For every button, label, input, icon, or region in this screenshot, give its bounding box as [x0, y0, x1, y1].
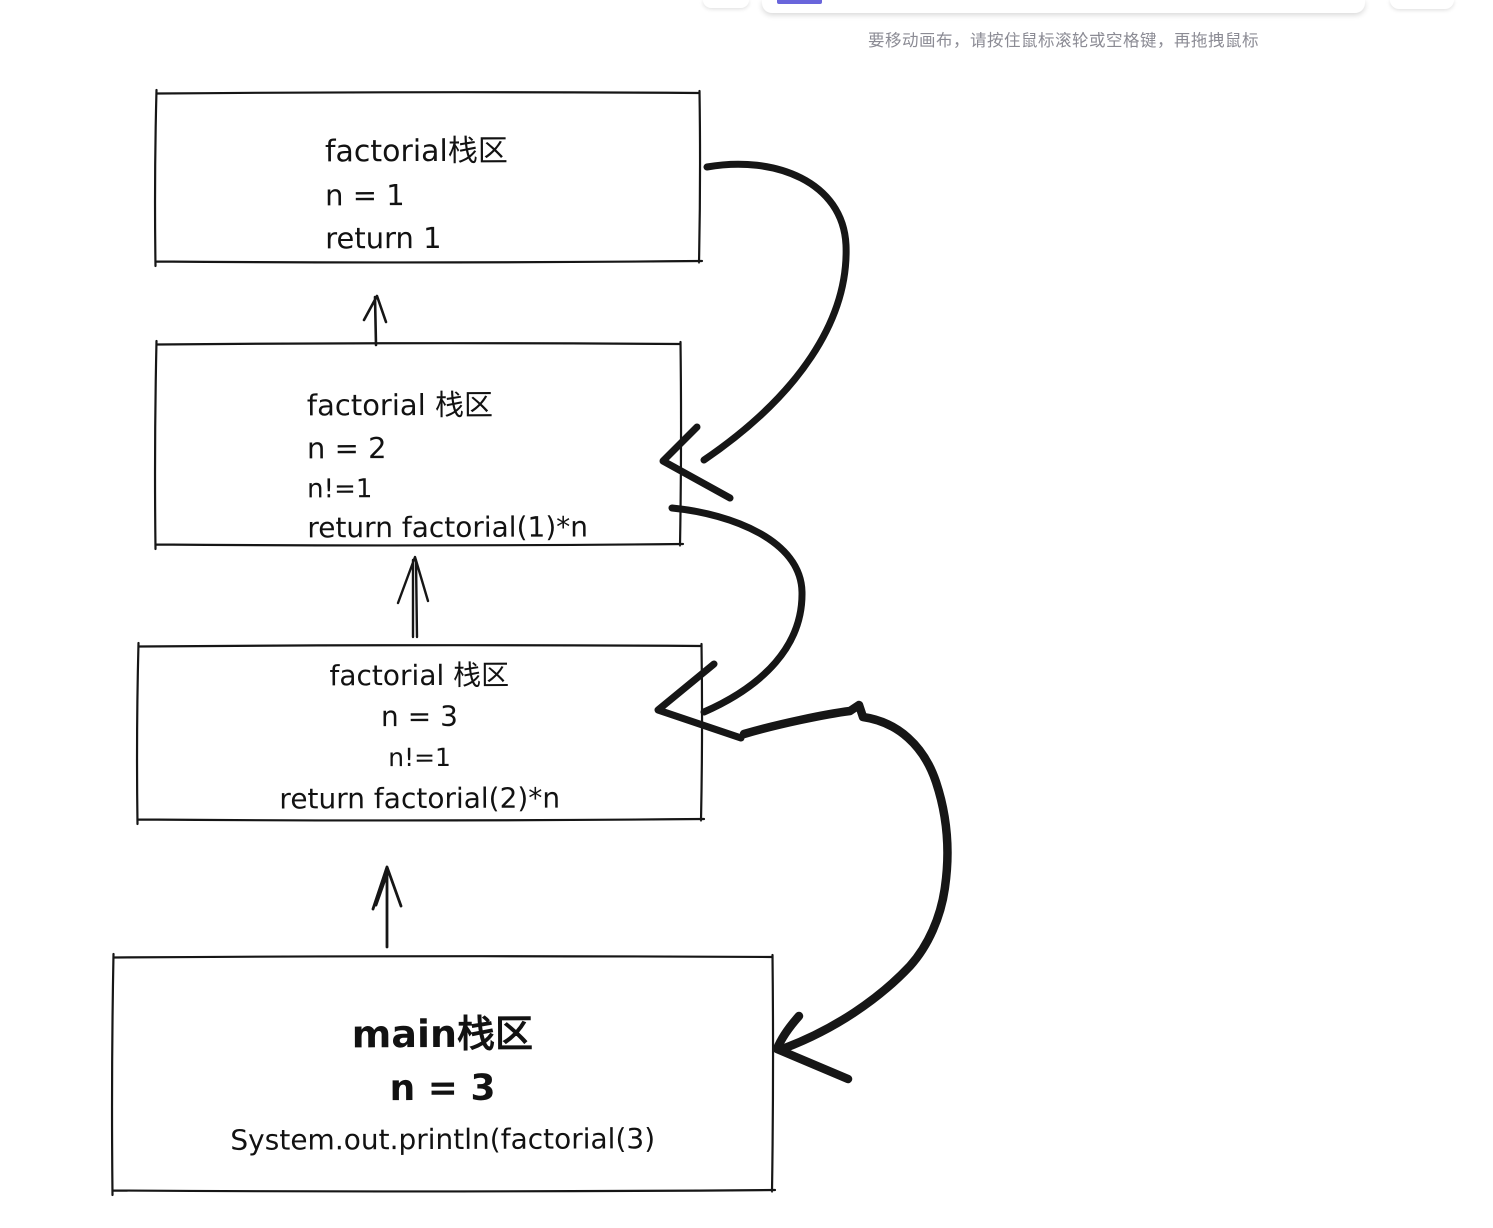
stack-frame-factorial-n1-border[interactable]	[153, 88, 704, 268]
arrow-frame4-to-frame3[interactable]	[371, 865, 403, 949]
toolbar-left-button-partial[interactable]	[703, 0, 749, 8]
return-arrow-frame1-to-frame2[interactable]	[659, 160, 850, 502]
canvas-pan-hint: 要移动画布，请按住鼠标滚轮或空格键，再拖拽鼠标	[868, 31, 1259, 50]
return-arrow-frame3-to-frame4[interactable]	[739, 700, 952, 1084]
stack-frame-factorial-n2-border[interactable]	[153, 339, 685, 551]
stack-frame-main-border[interactable]	[110, 952, 777, 1197]
arrow-frame2-to-frame1[interactable]	[362, 294, 388, 347]
arrow-frame3-to-frame2[interactable]	[396, 555, 430, 639]
stack-frame-factorial-n3-border[interactable]	[135, 641, 706, 826]
toolbar-right-button-partial[interactable]	[1390, 0, 1454, 9]
return-arrow-frame2-to-frame3[interactable]	[654, 504, 806, 742]
active-tool-indicator	[777, 0, 822, 4]
toolbar-island[interactable]	[762, 0, 1365, 13]
